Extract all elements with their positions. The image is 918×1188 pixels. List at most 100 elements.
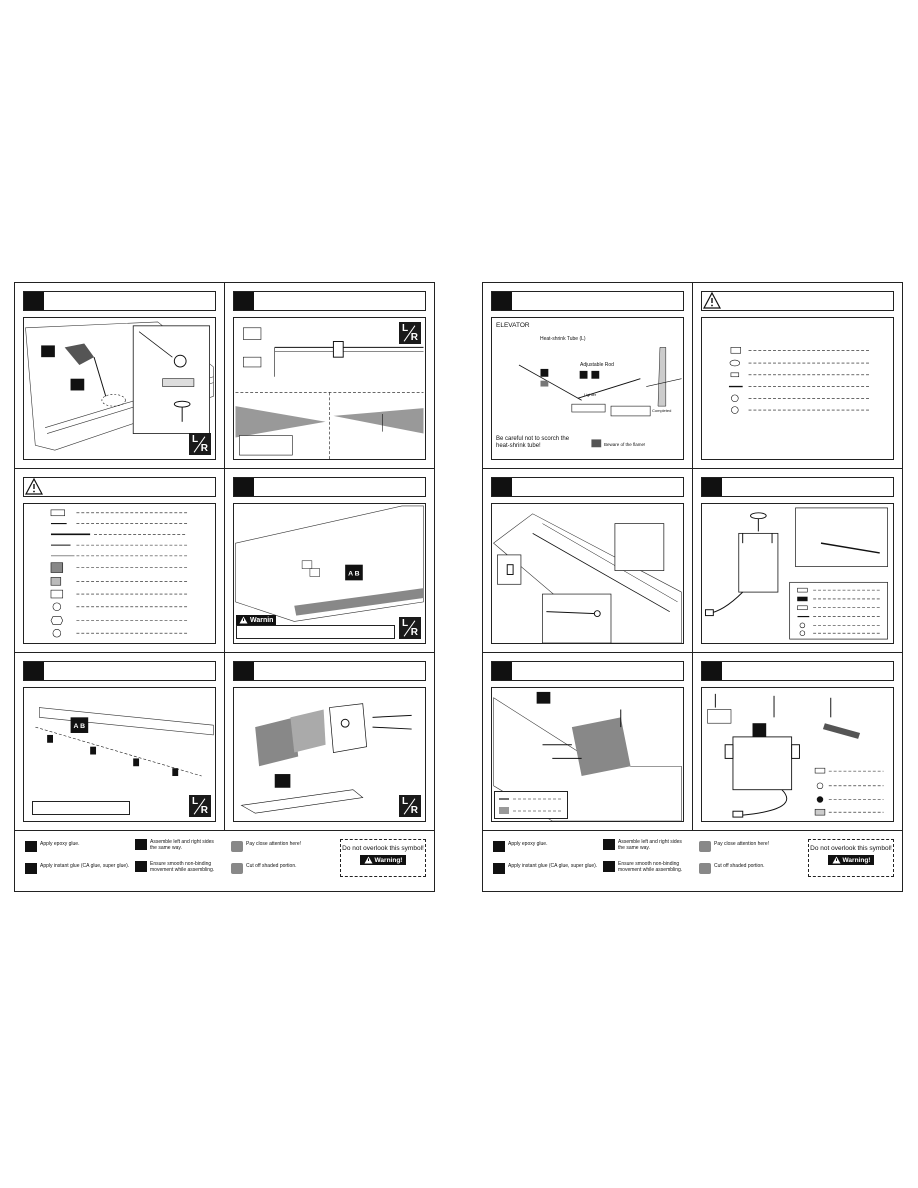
flame-caution-note: Beware of the flame!	[604, 442, 646, 447]
step-number-badge	[234, 292, 254, 310]
step-illustration: ELEVATOR Heat-shrink Tube (L) Adjustable…	[491, 317, 684, 460]
step-header	[701, 477, 894, 497]
step-r4	[693, 469, 902, 653]
note-box	[32, 801, 130, 815]
step-number-badge	[24, 662, 44, 680]
fairing-install-illustration	[493, 691, 682, 821]
warning-triangle-icon	[703, 292, 721, 309]
parts-list-illustration	[50, 509, 188, 638]
step-illustration	[491, 503, 684, 644]
step-r6	[693, 653, 902, 831]
step-header	[23, 661, 216, 681]
fuselage-pushrod-illustration	[493, 513, 682, 643]
epoxy-icon	[25, 841, 37, 852]
eye-icon	[699, 841, 711, 852]
legend-epoxy: Apply epoxy glue.	[493, 841, 547, 852]
hinge-alignment-illustration	[235, 327, 424, 459]
step-r5	[483, 653, 693, 831]
symbol-legend: Apply epoxy glue. Apply instant glue (CA…	[15, 831, 434, 891]
scissors-icon	[699, 863, 711, 874]
left-right-icon	[135, 839, 147, 850]
step-number-badge	[234, 662, 254, 680]
step-number-badge	[234, 478, 254, 496]
symbol-legend: Apply epoxy glue. Apply instant glue (CA…	[483, 831, 902, 891]
hinge-install-illustration: A B	[35, 707, 214, 777]
legend-attention: Pay close attention here!	[231, 841, 301, 852]
servo-horn-illustration	[704, 507, 888, 640]
arrows-icon	[603, 861, 615, 872]
control-horn-illustration	[25, 321, 214, 451]
do-not-overlook-box: Do not overlook this symbol! Warning!	[340, 839, 426, 877]
step-header	[491, 291, 684, 311]
warning-badge: Warning!	[827, 855, 875, 865]
step-header	[233, 661, 426, 681]
eye-icon	[231, 841, 243, 852]
parts-list-illustration	[728, 347, 870, 414]
parts-key-illustration	[499, 798, 561, 814]
step-header	[701, 661, 894, 681]
heat-shrink-label: Heat-shrink Tube (L)	[540, 336, 586, 342]
step-illustration	[491, 687, 684, 822]
step-number-badge	[24, 292, 44, 310]
scissors-icon	[231, 863, 243, 874]
step-illustration	[701, 687, 894, 822]
step-l3-warning	[15, 469, 225, 653]
step-header	[233, 477, 426, 497]
warning-note-box	[236, 625, 395, 639]
legend-attention: Pay close attention here!	[699, 841, 769, 852]
legend-epoxy: Apply epoxy glue.	[25, 841, 79, 852]
warning-triangle-icon	[25, 478, 43, 495]
step-number-badge	[492, 478, 512, 496]
left-right-icon	[603, 839, 615, 850]
warning-triangle-icon	[239, 616, 248, 624]
legend-instant-glue: Apply instant glue (CA glue, super glue)…	[25, 863, 129, 874]
instant-glue-icon	[493, 863, 505, 874]
adjustable-rod-label: Adjustable Rod	[580, 362, 614, 368]
step-number-badge	[492, 292, 512, 310]
svg-text:A B: A B	[74, 723, 86, 730]
legend-cut-off: Cut off shaded portion.	[699, 863, 765, 874]
step-r2-warning	[693, 283, 902, 469]
legend-instant-glue: Apply instant glue (CA glue, super glue)…	[493, 863, 597, 874]
elevator-rod-illustration	[518, 347, 682, 448]
step-number-badge	[702, 662, 722, 680]
step-number-badge	[702, 478, 722, 496]
hinge-glue-illustration: A B	[235, 505, 424, 622]
parts-list	[23, 503, 216, 644]
arrows-icon	[135, 861, 147, 872]
legend-cut-off: Cut off shaded portion.	[231, 863, 297, 874]
lighter-label: Lighter	[584, 392, 597, 397]
step-header	[701, 291, 894, 311]
step-r1-elevator: ELEVATOR Heat-shrink Tube (L) Adjustable…	[483, 283, 693, 469]
do-not-overlook-box: Do not overlook this symbol! Warning!	[808, 839, 894, 877]
scorch-caution-note: Be careful not to scorch the heat-shrink…	[496, 436, 570, 449]
section-label: ELEVATOR	[496, 322, 530, 329]
warning-badge: Warning!	[359, 855, 407, 865]
step-header	[491, 661, 684, 681]
step-header	[491, 477, 684, 497]
svg-text:A B: A B	[348, 570, 360, 577]
step-header	[23, 291, 216, 311]
completed-label: Completed	[652, 408, 672, 413]
epoxy-icon	[493, 841, 505, 852]
warning-badge: Warnin	[236, 615, 277, 625]
